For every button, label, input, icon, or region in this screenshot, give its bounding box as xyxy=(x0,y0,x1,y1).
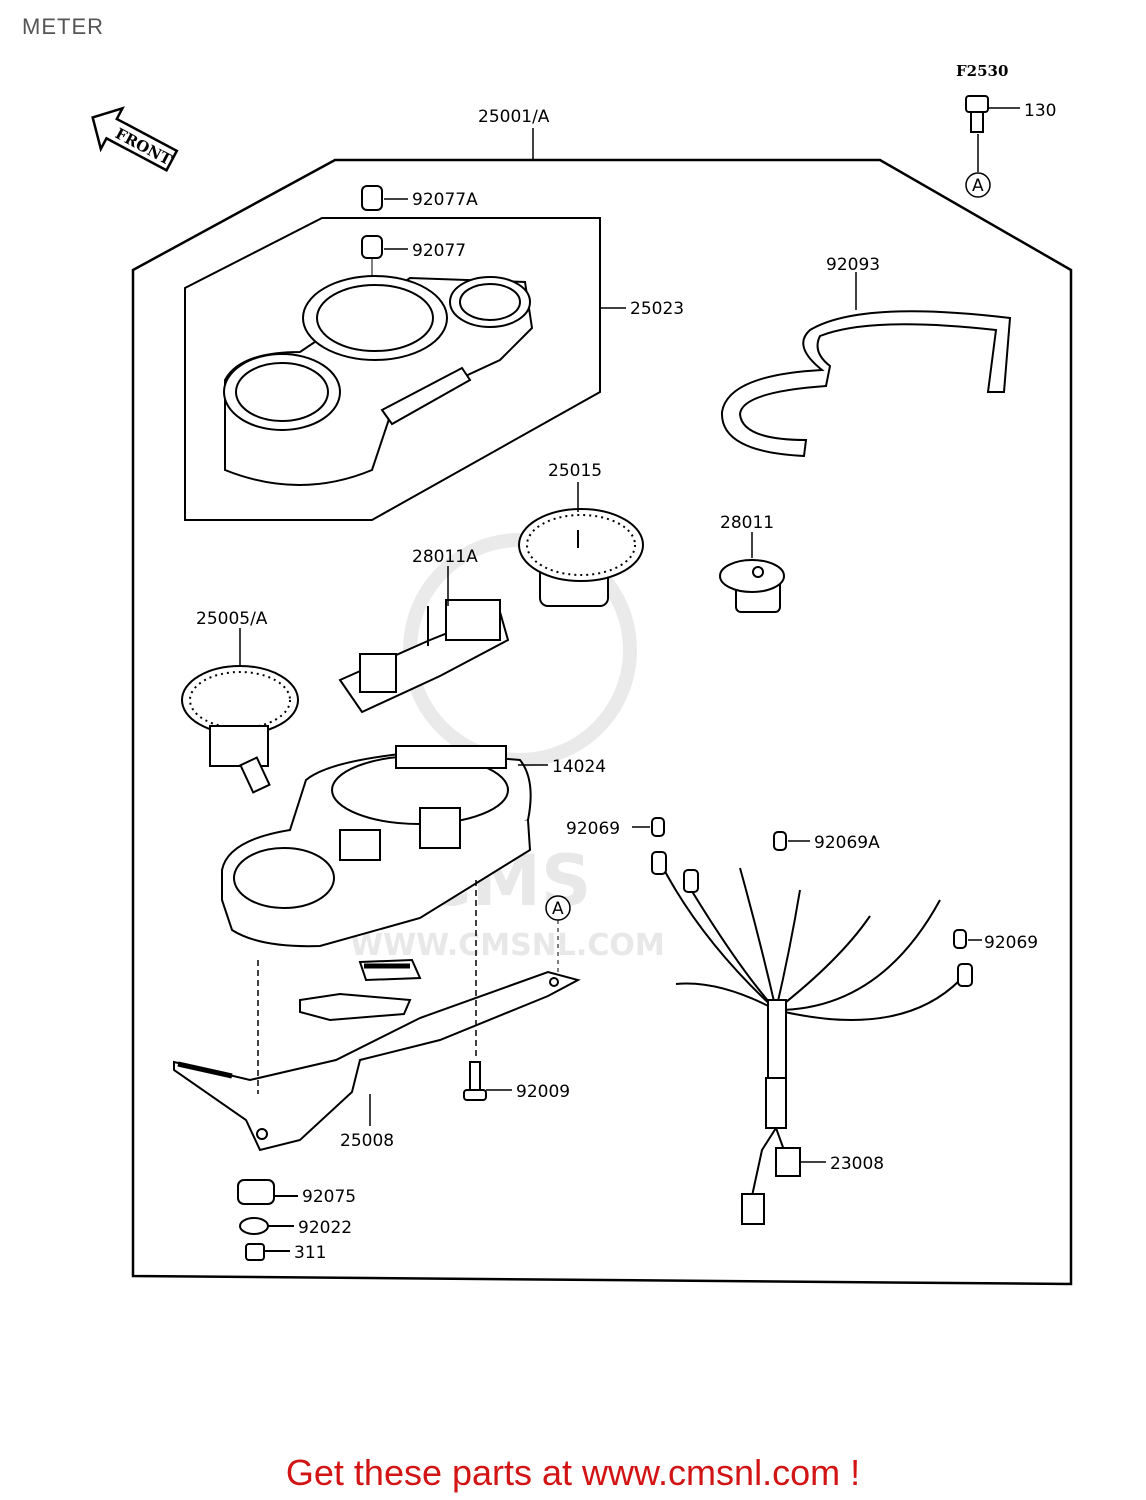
part-label-92022[interactable]: 92022 xyxy=(298,1218,352,1238)
part-label-92069A[interactable]: 92069A xyxy=(814,833,880,853)
part-label-25008[interactable]: 25008 xyxy=(340,1131,394,1151)
odometer-28011A[interactable] xyxy=(338,599,510,714)
part-label-25023[interactable]: 25023 xyxy=(630,299,684,319)
part-label-25001[interactable]: 25001∕A xyxy=(478,107,550,127)
nut-311[interactable] xyxy=(245,1243,290,1261)
bracket-25008[interactable] xyxy=(173,958,581,1152)
strip-92093[interactable] xyxy=(720,310,1012,458)
front-arrow-icon: FRONT xyxy=(91,106,179,172)
gauge-25015[interactable] xyxy=(518,508,644,607)
bolt-130[interactable]: A xyxy=(965,95,1020,198)
part-label-14024[interactable]: 14024 xyxy=(552,757,606,777)
part-label-28011A[interactable]: 28011A xyxy=(412,547,478,567)
part-label-92077A[interactable]: 92077A xyxy=(412,190,478,210)
part-label-92069-right[interactable]: 92069 xyxy=(984,933,1038,953)
parts-diagram: CMS WWW.CMSNL.COM FRONT F2530 A 130 2500… xyxy=(91,62,1073,1286)
wiring-harness-23008[interactable] xyxy=(651,851,973,1225)
part-label-92093[interactable]: 92093 xyxy=(826,255,880,275)
gauge-25005A[interactable] xyxy=(181,665,299,794)
part-label-92077[interactable]: 92077 xyxy=(412,241,466,261)
svg-text:A: A xyxy=(552,899,564,919)
meter-cover-25023[interactable] xyxy=(223,275,534,486)
assembly-boundary xyxy=(131,158,1073,1286)
terminal-cap-92069-right[interactable] xyxy=(953,929,982,949)
part-label-92075[interactable]: 92075 xyxy=(302,1187,356,1207)
terminal-cap-92069-left[interactable] xyxy=(632,817,665,837)
part-label-311[interactable]: 311 xyxy=(294,1243,326,1263)
meter-case-14024[interactable] xyxy=(221,745,532,948)
screw-92009[interactable] xyxy=(463,1061,487,1101)
terminal-cap-92069A[interactable] xyxy=(773,831,810,851)
page-title: METER xyxy=(22,14,104,39)
cap-92077A[interactable] xyxy=(361,185,408,211)
part-label-25015[interactable]: 25015 xyxy=(548,461,602,481)
grommet-92075[interactable] xyxy=(237,1179,298,1205)
washer-92022[interactable] xyxy=(239,1217,294,1235)
part-label-23008[interactable]: 23008 xyxy=(830,1154,884,1174)
diagram-code: F2530 xyxy=(956,62,1008,80)
part-label-92069-left[interactable]: 92069 xyxy=(566,819,620,839)
part-label-92009[interactable]: 92009 xyxy=(516,1082,570,1102)
footer-ad-link[interactable]: Get these parts at www.cmsnl.com ! xyxy=(285,1452,861,1493)
watermark-url-text: WWW.CMSNL.COM xyxy=(350,928,665,963)
part-label-25005[interactable]: 25005∕A xyxy=(196,609,268,629)
part-label-130[interactable]: 130 xyxy=(1024,101,1056,121)
ref-marker-a-top: A xyxy=(972,176,984,196)
socket-28011[interactable] xyxy=(719,559,785,613)
ref-marker-a-lower: A xyxy=(545,895,571,980)
part-label-28011[interactable]: 28011 xyxy=(720,513,774,533)
cover-subassembly-boundary xyxy=(184,217,601,521)
